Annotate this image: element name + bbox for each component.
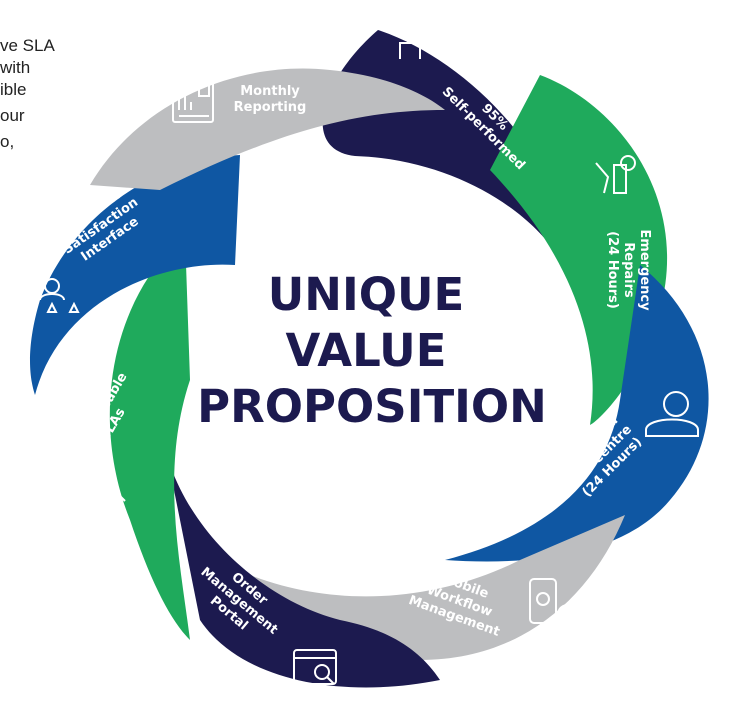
segment-label-line: (24 Hours) — [605, 231, 620, 309]
segment-label-line: Repairs — [621, 242, 636, 298]
segment-label-line: Emergency — [637, 229, 652, 311]
title-line: PROPOSITION — [197, 380, 547, 433]
segment-custom-slas — [109, 235, 190, 640]
intro-line: ve SLA — [0, 36, 55, 55]
segment-label-emergency-repairs: EmergencyRepairs(24 Hours) — [605, 229, 652, 311]
intro-line: with — [0, 58, 31, 77]
segment-monthly-reporting — [90, 68, 445, 190]
segment-label-line: Reporting — [234, 100, 307, 115]
segment-customer-satisfaction — [30, 155, 240, 395]
intro-line: our — [0, 106, 25, 125]
segment-emergency-repairs — [490, 75, 668, 425]
segment-call-centre — [445, 265, 709, 562]
person-check-icon — [399, 26, 445, 59]
tools-24-icon — [595, 155, 636, 194]
browser-search-icon — [293, 649, 337, 685]
intro-line: ible — [0, 80, 27, 99]
intro-line: o, — [0, 132, 15, 151]
sla-certificate-icon — [68, 484, 126, 520]
phone-24-icon — [645, 391, 699, 437]
title-line: UNIQUE — [268, 268, 464, 321]
user-stars-icon — [24, 278, 80, 313]
segment-label-line: Monthly — [240, 84, 300, 99]
mobile-gear-icon — [529, 578, 579, 626]
report-chart-icon — [172, 75, 214, 123]
title-line: VALUE — [286, 324, 447, 377]
segment-order-portal — [160, 420, 440, 688]
